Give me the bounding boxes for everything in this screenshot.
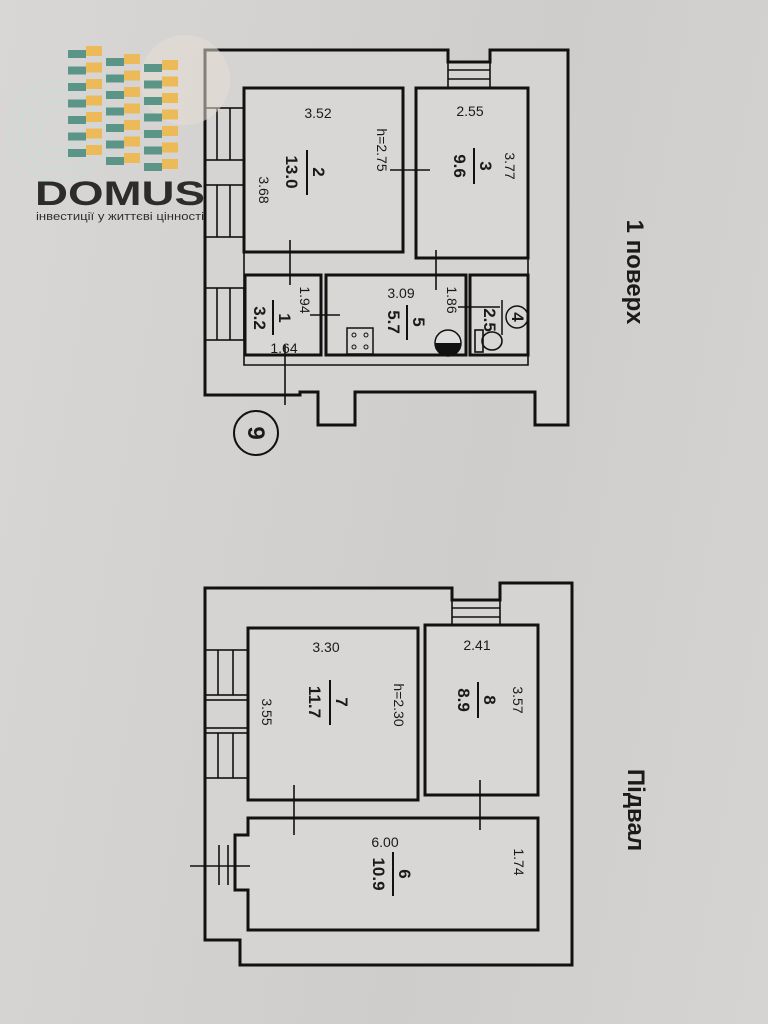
room-7-area: 11.7 (305, 686, 324, 718)
room-2 (242, 86, 405, 254)
floor-1-title: 1 поверх (621, 220, 648, 325)
room-6-width: 6.00 (371, 834, 398, 850)
room-2-length: 3.68 (256, 176, 272, 203)
room-8 (423, 623, 540, 797)
logo-block (124, 136, 140, 147)
room-3 (414, 86, 530, 260)
room-1 (243, 273, 323, 357)
logo-block (86, 46, 102, 56)
basement-title: Підвал (622, 769, 649, 851)
logo-block (106, 91, 124, 99)
room-2-area: 13.0 (282, 155, 301, 188)
room-1-area: 3.2 (250, 306, 269, 330)
domus-logo: DOMUS інвестиції у життєві цінності (9, 35, 230, 223)
room-2-height: h=2.75 (374, 128, 390, 171)
logo-block (124, 87, 140, 97)
door-marks (284, 169, 500, 405)
logo-block (144, 97, 162, 105)
room-5-area: 5.7 (384, 310, 403, 334)
logo-tagline: інвестиції у життєві цінності (36, 211, 204, 223)
logo-block (86, 128, 102, 139)
logo-block (68, 83, 86, 91)
room-6-length: 1.74 (511, 848, 527, 875)
floor-1-marker: 9 (242, 426, 269, 439)
room-3-number: 3 (476, 161, 495, 170)
logo-block (124, 70, 140, 81)
room-3-width: 2.55 (456, 103, 483, 119)
room-1-width: 1.64 (270, 340, 297, 356)
stove-icon (346, 327, 374, 355)
logo-block (124, 54, 140, 64)
room-8-area: 8.9 (454, 688, 473, 712)
logo-block (162, 159, 178, 169)
room-7-length: 3.55 (259, 698, 275, 725)
toilet-icon (474, 329, 503, 353)
room-4-number: 4 (508, 312, 527, 322)
windows (204, 107, 245, 341)
room-5-number: 5 (409, 317, 428, 326)
logo-block (162, 76, 178, 87)
logo-block (106, 140, 124, 149)
logo-block (86, 95, 102, 106)
logo-block (68, 66, 86, 75)
logo-block (86, 145, 102, 155)
room-2-width: 3.52 (304, 105, 331, 121)
room-3-area: 9.6 (450, 154, 469, 178)
room-3-length: 3.77 (502, 152, 518, 179)
logo-block (106, 157, 124, 165)
room-2-number: 2 (309, 167, 328, 176)
floor-1-plan: 3.52 h=2.75 3.68 2 13.0 2.55 3.77 3 9.6 … (203, 48, 648, 456)
basement-door-marks (190, 780, 481, 885)
logo-brand: DOMUS (35, 175, 205, 213)
room-1-length: 1.94 (297, 286, 313, 313)
boiler-icon (434, 329, 462, 357)
logo-block (162, 142, 178, 153)
logo-block (68, 149, 86, 157)
room-8-number: 8 (480, 695, 499, 704)
logo-block (106, 58, 124, 66)
logo-block (68, 99, 86, 108)
room-7 (246, 626, 420, 802)
room-1-number: 1 (275, 313, 294, 322)
room-7-height: h=2.30 (391, 683, 407, 726)
logo-block (86, 112, 102, 122)
room-5-length: 1.86 (444, 286, 460, 313)
logo-block (68, 50, 86, 58)
room-8-length: 3.57 (510, 686, 526, 713)
logo-block (86, 79, 102, 89)
room-7-number: 7 (332, 697, 351, 706)
logo-block (144, 64, 162, 72)
logo-block (68, 116, 86, 124)
room-8-width: 2.41 (463, 637, 490, 653)
logo-block (106, 74, 124, 83)
room-5-width: 3.09 (387, 285, 414, 301)
logo-block (144, 146, 162, 155)
logo-block (124, 120, 140, 130)
room-7-width: 3.30 (312, 639, 339, 655)
room-4-area: 2.5 (480, 308, 499, 332)
room-6 (233, 816, 540, 932)
logo-block (144, 80, 162, 89)
logo-block (106, 107, 124, 116)
basement-plan: 3.30 3.55 7 11.7 h=2.30 2.41 3.57 8 8.9 … (190, 581, 649, 967)
logo-block (144, 163, 162, 171)
logo-block (162, 109, 178, 120)
logo-block (124, 153, 140, 163)
logo-block (106, 124, 124, 132)
logo-block (144, 113, 162, 122)
logo-block (144, 130, 162, 138)
logo-block (162, 93, 178, 103)
room-6-number: 6 (395, 869, 414, 878)
logo-block (124, 103, 140, 114)
logo-block (162, 126, 178, 136)
logo-block (162, 60, 178, 70)
room-6-area: 10.9 (369, 857, 388, 890)
logo-block (68, 132, 86, 141)
logo-buildings (68, 46, 178, 171)
logo-block (86, 62, 102, 73)
